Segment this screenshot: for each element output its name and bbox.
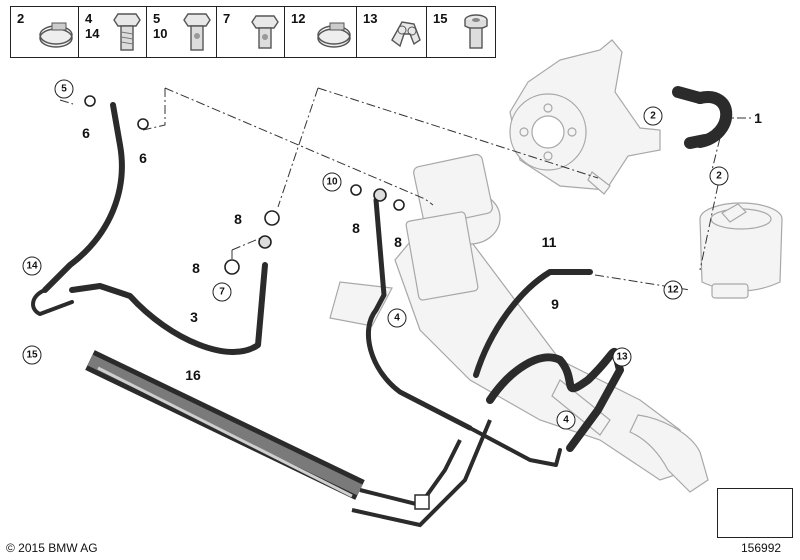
bubble-13[interactable]: 13 <box>612 347 632 367</box>
part-number: 12 <box>291 11 306 26</box>
bubble-2[interactable]: 2 <box>709 166 729 186</box>
part-number: 7 <box>223 11 231 26</box>
bubble-4[interactable]: 4 <box>387 308 407 328</box>
banjo-bolt-icon <box>183 13 211 51</box>
fittings <box>84 95 405 275</box>
callout-9[interactable]: 9 <box>551 296 559 312</box>
part-cell[interactable]: 15 <box>427 7 493 57</box>
callout-8[interactable]: 8 <box>192 260 200 276</box>
part-number: 5 10 <box>153 11 168 41</box>
callout-8[interactable]: 8 <box>394 234 402 250</box>
bubble-10[interactable]: 10 <box>322 172 342 192</box>
callout-8[interactable]: 8 <box>234 211 242 227</box>
callout-6[interactable]: 6 <box>139 150 147 166</box>
part-number: 13 <box>363 11 378 26</box>
hollow-bolt-icon <box>464 14 488 49</box>
part-cell[interactable]: 4 14 <box>79 7 147 57</box>
callout-6[interactable]: 6 <box>82 125 90 141</box>
part-cell[interactable]: 2 <box>11 7 79 57</box>
callout-16[interactable]: 16 <box>185 367 201 383</box>
power-steering-pump <box>509 39 661 195</box>
part-number: 4 14 <box>85 11 100 41</box>
steering-gear <box>329 153 709 493</box>
part-number: 15 <box>433 11 448 26</box>
diagram-number: 156992 <box>741 541 782 555</box>
line-holder-clip-icon <box>391 21 421 48</box>
callout-11[interactable]: 11 <box>541 234 557 250</box>
bubble-15[interactable]: 15 <box>22 345 42 365</box>
bubble-7[interactable]: 7 <box>212 282 232 302</box>
bubble-4[interactable]: 4 <box>556 410 576 430</box>
bubble-2[interactable]: 2 <box>643 106 663 126</box>
parts-strip: 2 4 14 5 10 7 <box>10 6 496 58</box>
hose-lines <box>31 86 733 467</box>
part-cell[interactable]: 5 10 <box>147 7 217 57</box>
callout-3[interactable]: 3 <box>190 309 198 325</box>
oil-cooler <box>85 350 492 528</box>
part-cell[interactable]: 7 <box>217 7 285 57</box>
orientation-legend-box <box>717 488 793 538</box>
part-cell[interactable]: 12 <box>285 7 357 57</box>
bubble-12[interactable]: 12 <box>663 280 683 300</box>
hex-bolt-icon <box>113 13 141 51</box>
bubble-5[interactable]: 5 <box>54 79 74 99</box>
callout-1[interactable]: 1 <box>754 110 762 126</box>
bubble-14[interactable]: 14 <box>22 256 42 276</box>
part-cell[interactable]: 13 <box>357 7 427 57</box>
part-number: 2 <box>17 11 25 26</box>
copyright-text: © 2015 BMW AG <box>6 541 98 555</box>
banjo-screw-icon <box>251 15 279 49</box>
hose-clamp-icon <box>317 22 351 48</box>
hose-clamp-icon <box>39 22 73 48</box>
oil-reservoir <box>699 202 783 299</box>
callout-8[interactable]: 8 <box>352 220 360 236</box>
